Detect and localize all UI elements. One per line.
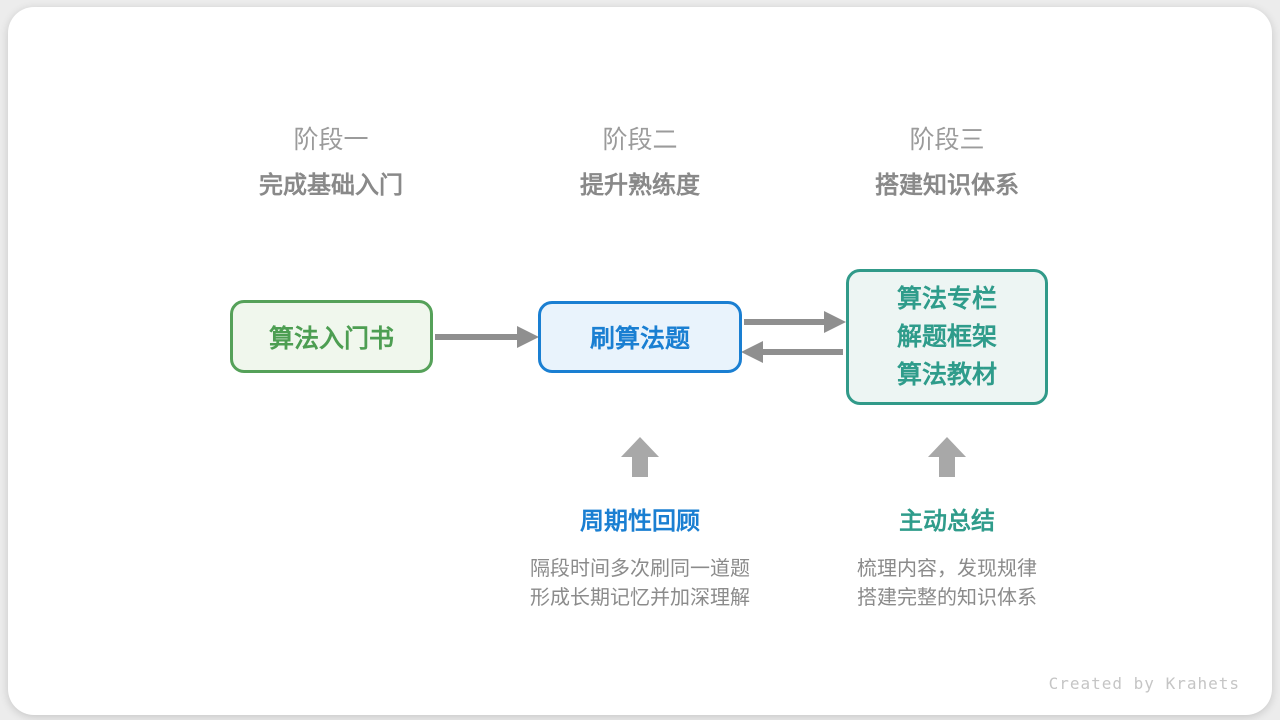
node-resources: 算法专栏 解题框架 算法教材 [846, 269, 1048, 405]
stage-1-header: 阶段一 完成基础入门 [171, 123, 491, 202]
annotation-review-desc: 隔段时间多次刷同一道题 形成长期记忆并加深理解 [470, 555, 810, 613]
annotation-review-desc-line-2: 形成长期记忆并加深理解 [530, 587, 750, 609]
stage-2-subtitle: 提升熟练度 [580, 172, 700, 199]
annotation-summary: 主动总结 梳理内容，发现规律 搭建完整的知识体系 [777, 506, 1117, 613]
node-intro-book-label: 算法入门书 [268, 324, 394, 353]
annotation-summary-title: 主动总结 [899, 508, 995, 535]
annotation-review: 周期性回顾 隔段时间多次刷同一道题 形成长期记忆并加深理解 [470, 506, 810, 613]
stage-1-label: 阶段一 [293, 126, 369, 154]
annotation-review-desc-line-1: 隔段时间多次刷同一道题 [530, 558, 750, 580]
annotation-summary-desc: 梳理内容，发现规律 搭建完整的知识体系 [777, 555, 1117, 613]
stage-3-header: 阶段三 搭建知识体系 [787, 123, 1107, 202]
credit-text: Created by Krahets [1048, 674, 1240, 693]
annotation-summary-desc-line-2: 搭建完整的知识体系 [857, 587, 1037, 609]
node-intro-book: 算法入门书 [230, 300, 433, 373]
node-resources-line-2: 解题框架 [896, 323, 997, 351]
stage-2-header: 阶段二 提升熟练度 [480, 123, 800, 202]
node-resources-line-3: 算法教材 [896, 361, 997, 389]
stage-2-label: 阶段二 [602, 126, 678, 154]
annotation-review-title: 周期性回顾 [580, 508, 700, 535]
stage-3-label: 阶段三 [909, 126, 985, 154]
node-practice: 刷算法题 [538, 301, 742, 373]
annotation-summary-desc-line-1: 梳理内容，发现规律 [857, 558, 1037, 580]
node-practice-label: 刷算法题 [589, 325, 690, 353]
stage-1-subtitle: 完成基础入门 [259, 172, 403, 199]
node-resources-line-1: 算法专栏 [896, 285, 997, 313]
stage-3-subtitle: 搭建知识体系 [875, 172, 1019, 199]
